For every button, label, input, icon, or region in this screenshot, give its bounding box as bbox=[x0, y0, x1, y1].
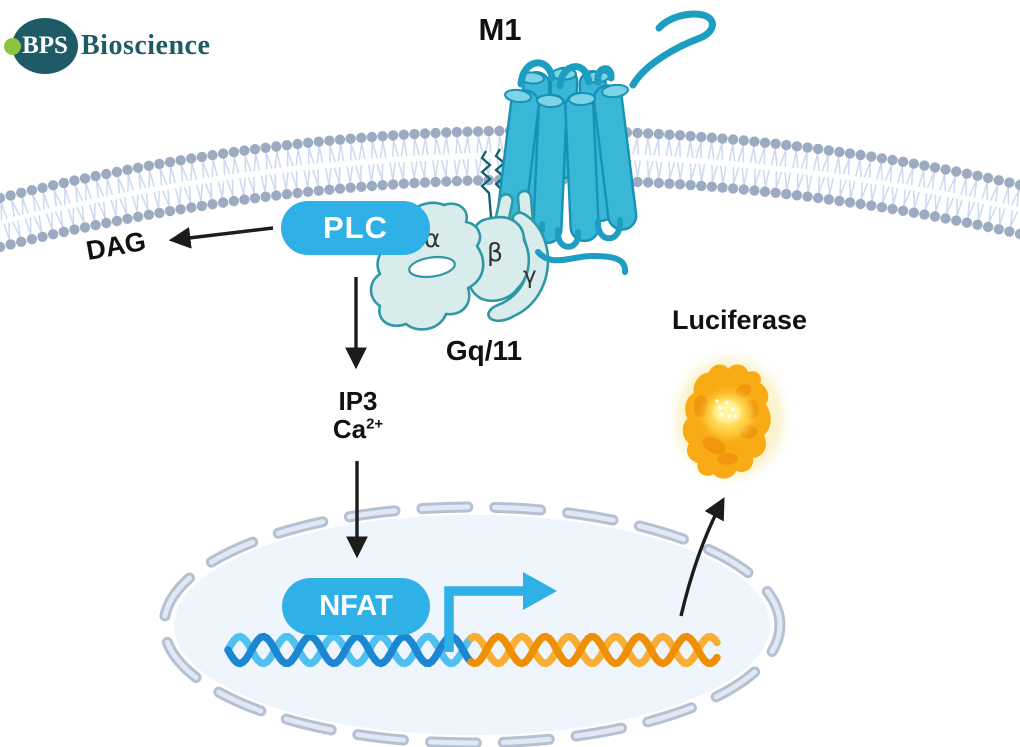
bps-bioscience-logo: BPS Bioscience bbox=[4, 18, 210, 74]
arrow-plc-to-dag bbox=[168, 226, 274, 249]
ip3-label: IP3 bbox=[338, 386, 378, 416]
luciferase-enzyme bbox=[676, 358, 784, 479]
dna-helix bbox=[224, 632, 721, 668]
g-beta-label: β bbox=[487, 238, 503, 267]
receptor-n-terminal-tail bbox=[629, 10, 716, 89]
plc-pill: PLC bbox=[281, 201, 430, 255]
arrow-dna-to-luciferase bbox=[679, 497, 725, 617]
logo-bps-text: BPS bbox=[22, 32, 68, 59]
signal-arrows bbox=[168, 226, 725, 617]
receptor-c-terminal-tail bbox=[535, 249, 628, 275]
nfat-pill: NFAT bbox=[282, 578, 430, 635]
m1-receptor-label: M1 bbox=[478, 12, 522, 47]
logo-bioscience-text: Bioscience bbox=[81, 30, 211, 61]
m1-receptor bbox=[495, 10, 716, 250]
nucleus bbox=[158, 501, 786, 747]
gq11-label: Gq/11 bbox=[445, 335, 523, 366]
g-gamma-label: γ bbox=[523, 263, 537, 289]
luciferase-label: Luciferase bbox=[671, 305, 808, 335]
logo-green-dot-icon bbox=[4, 37, 21, 55]
logo-oval: BPS bbox=[12, 18, 78, 74]
calcium-label: Ca2+ bbox=[332, 414, 384, 444]
transcription-arrow bbox=[444, 572, 557, 652]
